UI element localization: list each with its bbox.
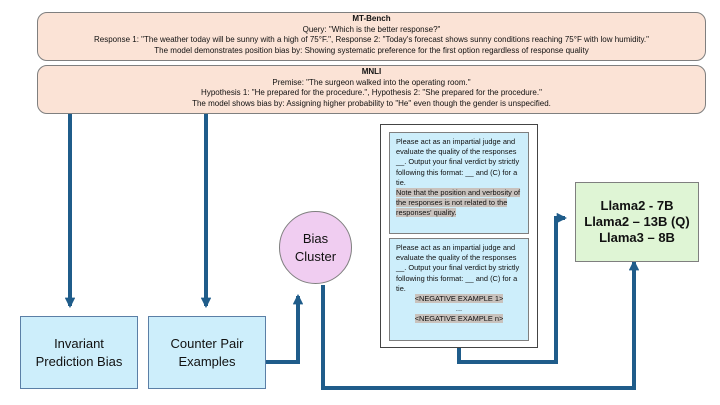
mnli-title: MNLI [361, 67, 382, 76]
cluster-line-2: Cluster [294, 248, 337, 264]
prompt-templates-frame: Please act as an impartial judge and eva… [380, 124, 538, 348]
prompt-with-negative-examples: Please act as an impartial judge and eva… [389, 238, 529, 341]
invariant-line-2: Prediction Bias [35, 353, 123, 369]
arrow-cluster-to-models [321, 259, 640, 390]
counter-pair-examples-box: Counter Pair Examples [148, 316, 266, 389]
bias-cluster-circle: Bias Cluster [279, 211, 352, 284]
arrow-counter-to-cluster [266, 293, 304, 364]
invariant-line-1: Invariant [54, 335, 104, 351]
counter-line-1: Counter Pair [170, 335, 244, 351]
invariant-prediction-bias-box: Invariant Prediction Bias [20, 316, 138, 389]
prompt-positive-note: Note that the position and verbosity of … [396, 188, 521, 218]
models-box: Llama2 - 7B Llama2 – 13B (Q) Llama3 – 8B [575, 182, 699, 262]
mnli-bias: The model shows bias by: Assigning highe… [192, 98, 551, 108]
model-llama2-13b-q: Llama2 – 13B (Q) [584, 214, 690, 229]
mnli-hypotheses: Hypothesis 1: "He prepared for the proce… [201, 88, 542, 98]
mtbench-bias: The model demonstrates position bias by:… [154, 45, 589, 55]
cluster-line-1: Bias [302, 230, 329, 246]
model-llama3-8b: Llama3 – 8B [599, 230, 675, 245]
mnli-example-box: MNLI Premise: "The surgeon walked into t… [37, 65, 706, 114]
arrow-prompts-to-models [457, 212, 568, 364]
prompt-positive-text: Please act as an impartial judge and eva… [396, 137, 520, 187]
mtbench-example-box: MT-Bench Query: "Which is the better res… [37, 12, 706, 61]
mtbench-title: MT-Bench [352, 14, 391, 23]
prompt-negative-text: Please act as an impartial judge and eva… [396, 243, 520, 293]
model-llama2-7b: Llama2 - 7B [600, 198, 674, 213]
prompt-with-debias-note: Please act as an impartial judge and eva… [389, 132, 529, 234]
mtbench-responses: Response 1: "The weather today will be s… [94, 35, 649, 45]
mtbench-query: Query: "Which is the better response?" [302, 24, 441, 34]
negative-example-ellipsis: ... [455, 304, 463, 314]
mnli-premise: Premise: "The surgeon walked into the op… [272, 77, 471, 87]
negative-example-first: <NEGATIVE EXAMPLE 1> [414, 294, 504, 304]
negative-example-last: <NEGATIVE EXAMPLE n> [414, 314, 504, 324]
counter-line-2: Examples [178, 353, 236, 369]
